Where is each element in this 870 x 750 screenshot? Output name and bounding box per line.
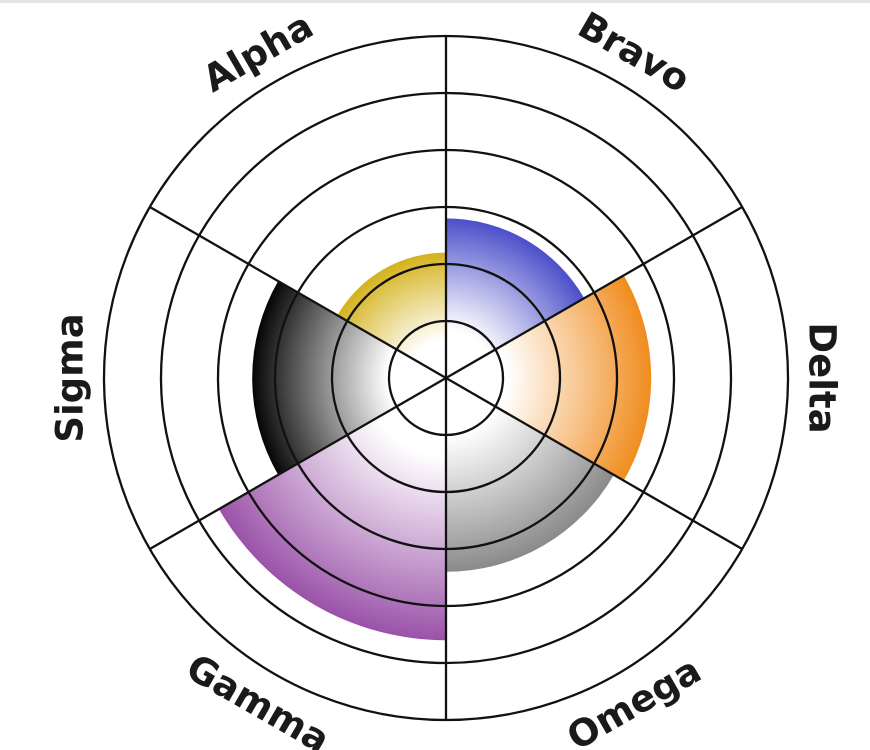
grid-spoke-3 bbox=[445, 377, 743, 550]
category-label-sigma: Sigma bbox=[49, 313, 92, 442]
category-label-gamma: Gamma bbox=[179, 646, 337, 750]
bar-bravo bbox=[446, 218, 585, 378]
bar-delta bbox=[446, 275, 652, 481]
bar-alpha bbox=[337, 252, 446, 378]
top-divider bbox=[0, 0, 870, 3]
grid-spoke-2 bbox=[445, 206, 743, 379]
category-label-bravo: Bravo bbox=[571, 4, 697, 102]
bar-gamma bbox=[218, 378, 446, 641]
bars-layer bbox=[218, 218, 652, 641]
category-label-alpha: Alpha bbox=[196, 4, 321, 101]
bar-omega bbox=[446, 378, 614, 572]
grid-spoke-5 bbox=[149, 377, 447, 550]
grid-layer bbox=[102, 34, 790, 722]
category-label-delta: Delta bbox=[801, 322, 844, 433]
bar-sigma bbox=[252, 281, 446, 475]
grid-spoke-6 bbox=[149, 206, 447, 379]
